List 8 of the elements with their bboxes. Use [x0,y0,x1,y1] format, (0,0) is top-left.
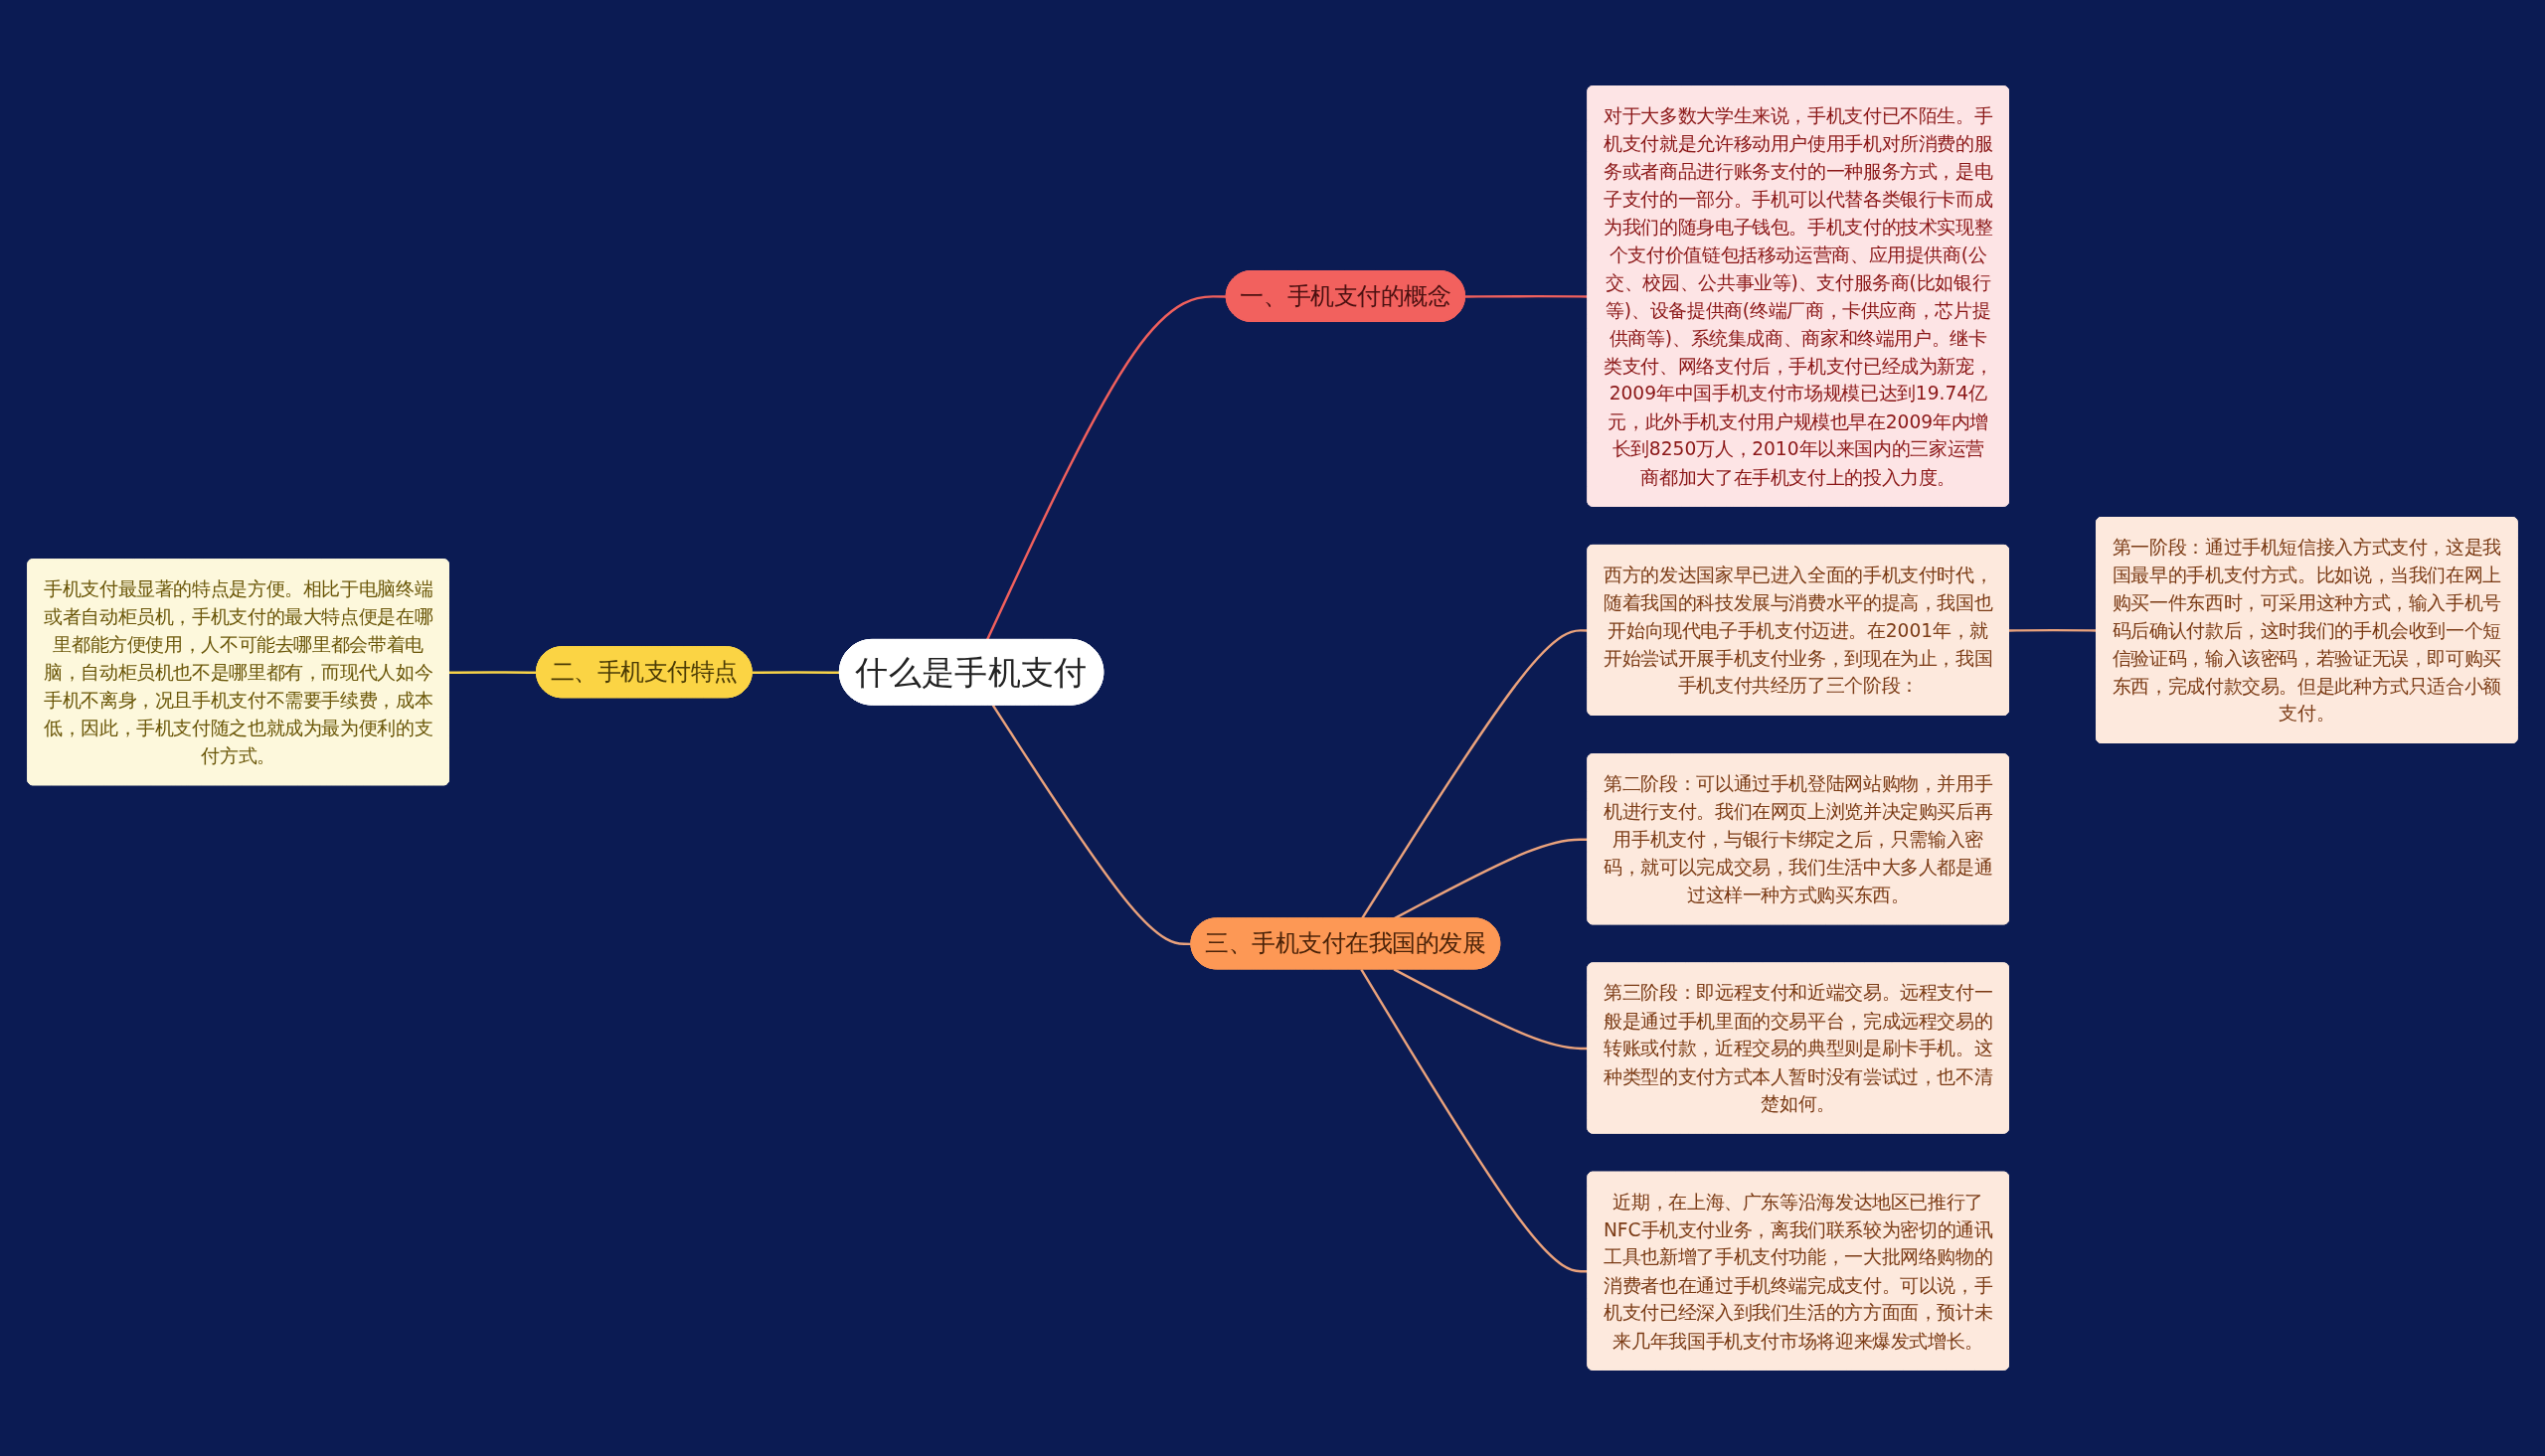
connector [1360,968,1589,1273]
connector [1464,294,1589,298]
connector [752,671,840,674]
connector [991,704,1192,946]
connector [985,295,1227,641]
connector [448,671,538,674]
connector [1393,968,1589,1051]
connector [2008,628,2098,632]
